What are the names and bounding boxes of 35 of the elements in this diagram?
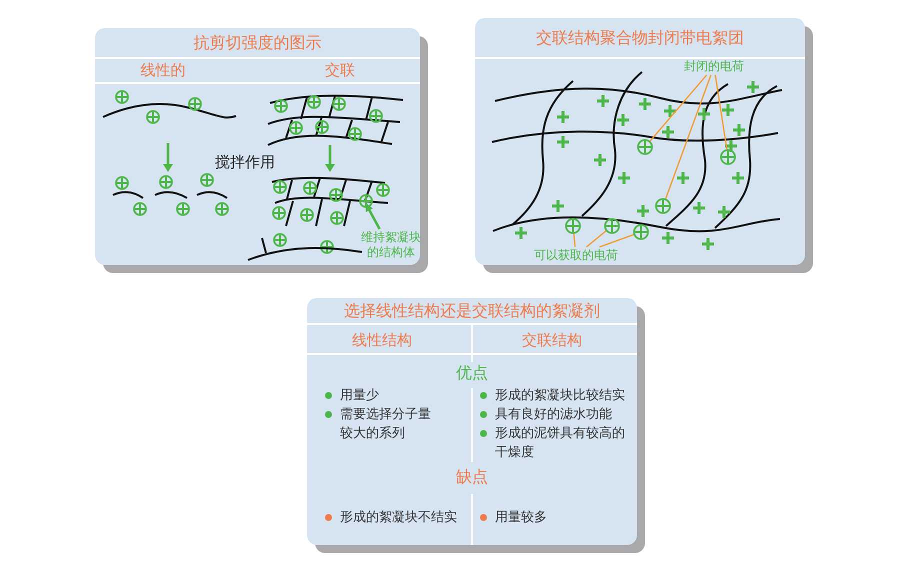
callout-text: 可以获取的电荷 xyxy=(531,248,621,263)
heading: 线性结构 xyxy=(351,331,413,350)
leader-line xyxy=(714,74,728,150)
leader-line xyxy=(573,233,576,248)
charge-circle xyxy=(565,218,581,234)
bullet-text: 需要选择分子量较大的系列 xyxy=(340,406,432,443)
panel-title: 选择线性结构还是交联结构的絮凝剂 xyxy=(343,301,601,320)
panel xyxy=(475,18,805,265)
charge-circle xyxy=(604,218,620,234)
bullet-text: 形成的絮凝块比较结实 xyxy=(495,387,626,405)
charge-circle xyxy=(637,139,653,155)
heading: 优点 xyxy=(455,363,489,382)
leader-line xyxy=(649,74,708,142)
callout-text: 封闭的电荷 xyxy=(681,59,747,74)
panel xyxy=(95,28,420,265)
heading: 交联结构 xyxy=(521,331,583,350)
charge-circle xyxy=(633,224,649,240)
panel-title: 交联结构聚合物封闭带电絮团 xyxy=(535,28,745,47)
charge-circle xyxy=(655,198,671,214)
charge-circle xyxy=(720,149,736,165)
leader-line xyxy=(664,74,712,200)
heading: 线性的 xyxy=(140,61,186,80)
bullet-text: 具有良好的滤水功能 xyxy=(495,406,613,424)
heading: 缺点 xyxy=(455,467,489,486)
bullet-text: 用量少 xyxy=(340,387,380,405)
leader-line xyxy=(586,230,607,248)
bullet-text: 用量较多 xyxy=(495,509,548,527)
arrow xyxy=(364,203,381,230)
heading: 搅拌作用 xyxy=(214,153,276,172)
bullet-text: 形成的泥饼具有较高的干燥度 xyxy=(495,425,626,462)
callout-text: 维持絮凝块的结构体 xyxy=(356,230,426,260)
panel-title: 抗剪切强度的图示 xyxy=(192,33,322,52)
leader-line xyxy=(599,234,634,248)
bullet-text: 形成的絮凝块不结实 xyxy=(340,509,458,527)
heading: 交联 xyxy=(324,61,356,80)
